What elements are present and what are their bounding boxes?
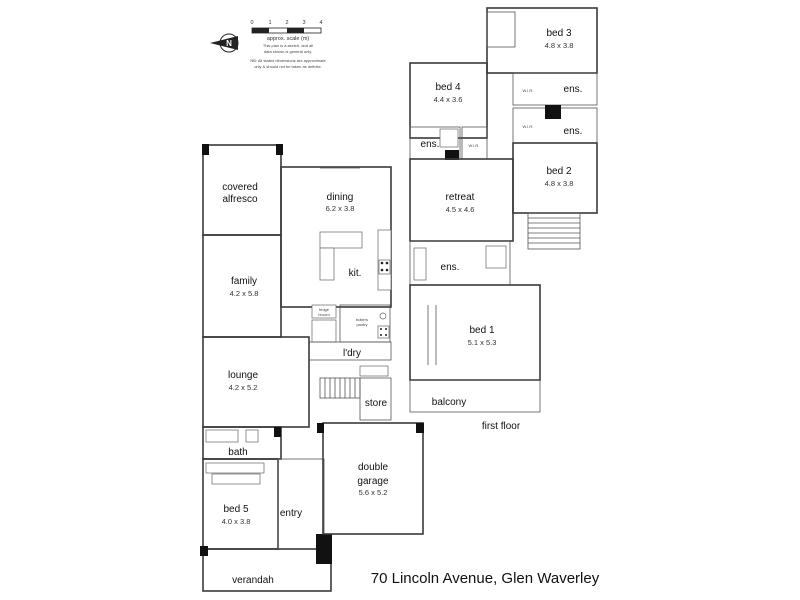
bed3-dimensions: 4.8 x 3.8: [545, 41, 574, 50]
bath-label: bath: [228, 447, 247, 458]
garage-label-1: double: [358, 462, 388, 473]
covered-alfresco-label-2: alfresco: [222, 194, 257, 205]
bed4-label: bed 4: [435, 82, 460, 93]
bed5-dimensions: 4.0 x 3.8: [222, 517, 251, 526]
entry-label: entry: [280, 508, 302, 519]
lounge-label: lounge: [228, 370, 258, 381]
bed4-dimensions: 4.4 x 3.6: [434, 95, 463, 104]
bed3-area: [486, 7, 598, 74]
garage-label-2: garage: [357, 476, 389, 487]
garage-dimensions: 5.6 x 5.2: [359, 488, 388, 497]
scale-note-4: only & should not be taken as definite.: [254, 64, 322, 69]
retreat-label: retreat: [446, 192, 475, 203]
lounge-dimensions: 4.2 x 5.2: [229, 383, 258, 392]
bed2-ensuite-label: ens.: [564, 126, 583, 137]
first-floor-label: first floor: [482, 421, 521, 432]
bed3-label: bed 3: [546, 28, 571, 39]
verandah-label: verandah: [232, 575, 274, 586]
dining-label: dining: [327, 192, 354, 203]
double-garage-area: [322, 422, 424, 535]
bed1-label: bed 1: [469, 325, 494, 336]
kitchen-label: kit.: [349, 268, 362, 279]
dining-dimensions: 6.2 x 3.8: [326, 204, 355, 213]
first-floor: bed 3 4.8 x 3.8 bed 4 4.4 x 3.6 ens. W.I…: [409, 7, 598, 432]
bed2-area: [512, 142, 598, 214]
store-label: store: [365, 398, 388, 409]
scale-tick-1: 1: [268, 20, 271, 26]
bed2-label: bed 2: [546, 166, 571, 177]
balcony-area: [409, 379, 541, 413]
compass-icon: N: [210, 33, 239, 53]
broom-label: broom: [318, 312, 330, 317]
butlers-label: butlers: [356, 317, 368, 322]
bed1-dimensions: 5.1 x 5.3: [468, 338, 497, 347]
ground-stairs: [319, 365, 389, 399]
compass-label: N: [226, 39, 232, 48]
scale-tick-3: 3: [302, 20, 305, 26]
scale-note-3: NB: All stated dimensions are approximat…: [250, 58, 326, 63]
verandah-area: [202, 548, 332, 592]
family-dimensions: 4.2 x 5.8: [230, 289, 259, 298]
bed5-label: bed 5: [223, 504, 248, 515]
property-address: 70 Lincoln Avenue, Glen Waverley: [371, 570, 600, 587]
family-label: family: [231, 276, 257, 287]
ground-floor: covered alfresco dining 6.2 x 3.8 kit. f…: [200, 144, 424, 592]
scale-tick-4: 4: [319, 20, 322, 26]
cooktop-icon: [378, 259, 391, 275]
balcony-label: balcony: [432, 397, 466, 408]
scale-note-1: This plan is a sketch, and all: [263, 43, 313, 48]
fridge-space: [311, 304, 337, 319]
retreat-dimensions: 4.5 x 4.6: [446, 205, 475, 214]
bed4-wir-label: W.I.R.: [469, 143, 480, 148]
bed4-ensuite-label: ens.: [421, 139, 440, 150]
scale-bar: 0 1 2 3 4 approx. scale (m) This plan is…: [250, 20, 326, 69]
laundry-label: l'dry: [343, 348, 361, 359]
bed1-ensuite-label: ens.: [441, 262, 460, 273]
kitchen-island: [319, 231, 363, 249]
scale-tick-2: 2: [285, 20, 288, 26]
scale-label: approx. scale (m): [267, 36, 310, 42]
bed2-dimensions: 4.8 x 3.8: [545, 179, 574, 188]
sink-icon: [377, 312, 390, 339]
fridge-label: fridge: [319, 307, 330, 312]
scale-note-2: data shown is general only.: [264, 49, 312, 54]
store-area: [359, 377, 392, 421]
covered-alfresco-label-1: covered: [222, 182, 258, 193]
bed2-wir-label: W.I.R.: [523, 124, 534, 129]
pantry-label: pantry: [356, 322, 367, 327]
first-floor-stairs: [527, 212, 581, 250]
bed3-ensuite-label: ens.: [564, 84, 583, 95]
lounge-area: [202, 336, 310, 428]
scale-tick-0: 0: [250, 20, 253, 26]
bed3-wir-label: W.I.R.: [523, 88, 534, 93]
